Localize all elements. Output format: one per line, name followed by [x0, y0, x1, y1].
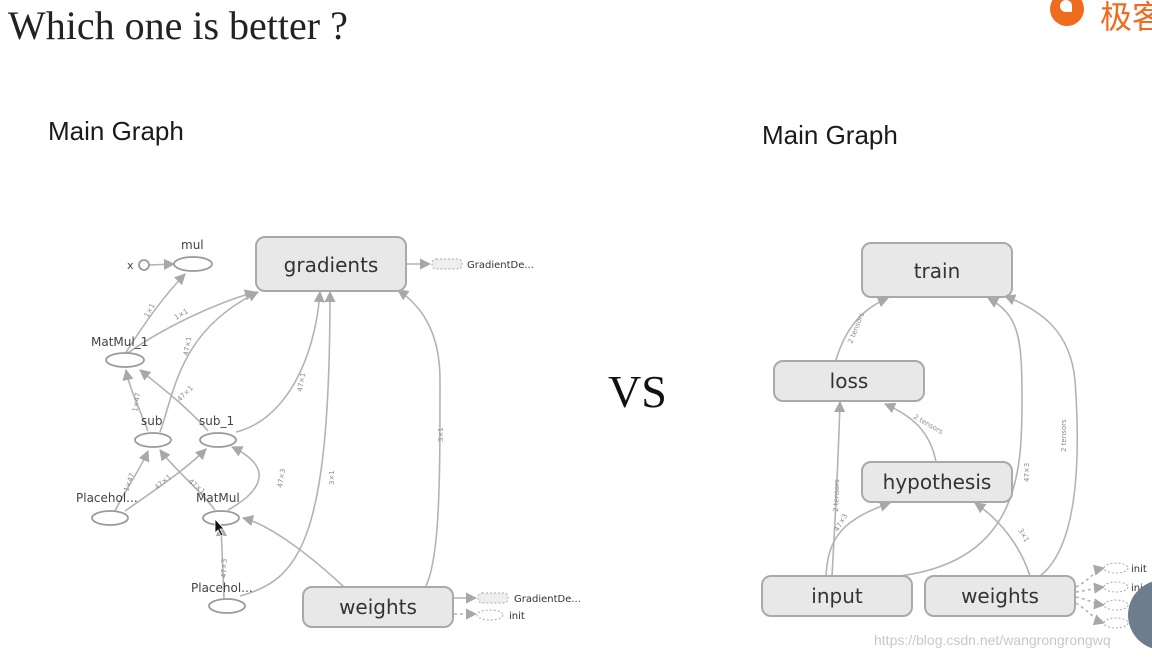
- node-init-label: init: [509, 611, 525, 622]
- edge-placeholder-sub: [114, 449, 150, 512]
- node-init[interactable]: [476, 609, 504, 621]
- node-init-3[interactable]: [1103, 599, 1129, 611]
- node-init-2-label: ini: [1131, 583, 1143, 594]
- edge-sub1-matmul1: [139, 369, 209, 432]
- node-init-1[interactable]: [1103, 562, 1129, 574]
- edge-label: 47×1: [153, 473, 173, 491]
- right-graph-heading: Main Graph: [762, 120, 898, 150]
- left-graph: 1×1 1×1 47×1 1×47 47×1 47×1 1×47 47×1 47…: [114, 258, 478, 620]
- edge-label: 47×3: [276, 468, 287, 488]
- node-input-label: input: [811, 584, 863, 608]
- slide-title: Which one is better ?: [8, 3, 348, 48]
- edge-matmul-sub: [159, 449, 216, 511]
- node-weights-box[interactable]: [302, 586, 454, 628]
- node-loss-label: loss: [830, 369, 869, 393]
- node-x[interactable]: [138, 259, 150, 271]
- logo-icon: [1050, 0, 1084, 26]
- edge-label: 3×1: [437, 427, 445, 442]
- right-graph: 2 tensors 2 tensors 2 tensors 47×3 2 ten…: [825, 294, 1106, 626]
- left-graph-heading: Main Graph: [48, 116, 184, 146]
- edge-matmul1-mul: [124, 273, 186, 355]
- edge-input-train: [899, 297, 1023, 577]
- edge-sub1-gradients: [235, 290, 325, 433]
- node-gradientde-top[interactable]: [431, 258, 463, 270]
- node-init-4[interactable]: [1103, 617, 1129, 629]
- edge-label: 3×1: [1016, 527, 1030, 544]
- node-matmul-1[interactable]: [105, 352, 145, 368]
- node-sub-1-label: sub_1: [199, 414, 234, 428]
- edge-weights-gradients-a: [239, 290, 336, 597]
- node-hypothesis-label: hypothesis: [883, 470, 992, 494]
- brand-logo: 极客: [1048, 0, 1152, 36]
- node-matmul-1-label: MatMul_1: [91, 335, 148, 349]
- node-init-1-label: init: [1131, 564, 1147, 575]
- node-train-label: train: [914, 259, 961, 283]
- node-weights-label: weights: [339, 595, 417, 619]
- right-graph-nodes: train loss hypothesis input weights init…: [761, 242, 1147, 629]
- edge-weights-init-2: [1075, 582, 1106, 594]
- watermark-text: https://blog.csdn.net/wangrongrongwq: [874, 632, 1111, 648]
- mouse-pointer-icon: [214, 517, 225, 537]
- edge-matmul1-gradients: [127, 289, 257, 354]
- edge-x-mul: [148, 258, 176, 270]
- node-placeholder-b-label: Placehol...: [191, 581, 253, 595]
- edge-input-hypothesis: [825, 500, 892, 577]
- edge-placeholder-matmul: [215, 524, 228, 599]
- node-gradientde-bottom[interactable]: [477, 592, 509, 604]
- node-mul[interactable]: [173, 256, 213, 272]
- left-graph-nodes: gradients weights mul x MatMul_1 sub sub…: [76, 236, 581, 628]
- node-matmul[interactable]: [202, 510, 240, 526]
- node-gradients-label: gradients: [284, 253, 379, 277]
- edge-weights-hypothesis: [974, 502, 1031, 577]
- edge-weights-matmul: [241, 515, 346, 589]
- node-mul-label: mul: [181, 238, 204, 252]
- node-gradientde-top-label: GradientDe...: [467, 260, 534, 271]
- edge-label: 1×47: [131, 392, 142, 412]
- node-init-2[interactable]: [1103, 581, 1129, 593]
- node-sub-label: sub: [141, 414, 162, 428]
- edge-label: 2 tensors: [846, 311, 866, 345]
- edge-sub-gradients: [159, 291, 260, 433]
- edge-label: 47×1: [176, 384, 195, 403]
- node-sub-1[interactable]: [199, 432, 237, 448]
- node-weights-right-box[interactable]: [924, 575, 1076, 617]
- edge-hypothesis-loss: [883, 402, 937, 463]
- edge-weights-train: [1003, 294, 1079, 577]
- edge-label: 2 tensors: [832, 479, 841, 512]
- edge-label: 47×3: [220, 559, 229, 579]
- node-weights-right-label: weights: [961, 584, 1039, 608]
- node-placeholder-b[interactable]: [208, 598, 246, 614]
- edge-weights-gradients-b: [397, 289, 441, 589]
- edge-label: 3×1: [328, 470, 336, 485]
- edge-weights-init-4: [1075, 602, 1106, 626]
- node-placeholder-a-label: Placehol...: [76, 491, 138, 505]
- logo-text: 极客: [1100, 0, 1152, 36]
- node-x-label: x: [127, 259, 134, 272]
- edge-label: 47×1: [182, 336, 193, 356]
- node-input-box[interactable]: [761, 575, 913, 617]
- edge-label: 47×1: [296, 372, 307, 392]
- node-loss-box[interactable]: [773, 360, 925, 402]
- edge-loss-train: [835, 296, 890, 361]
- edge-matmul-sub1: [227, 446, 260, 511]
- edge-label: 47×3: [1023, 463, 1031, 482]
- edge-placeholder-sub1: [124, 448, 207, 512]
- node-gradientde-bottom-label: GradientDe...: [514, 594, 581, 605]
- edge-input-loss: [831, 400, 846, 577]
- edge-label: 2 tensors: [1060, 419, 1068, 452]
- edge-label: 1×1: [173, 307, 190, 321]
- edge-weights-init-1: [1075, 564, 1106, 588]
- edge-label: 1×47: [122, 472, 136, 493]
- vs-label: VS: [608, 366, 667, 417]
- node-placeholder-a[interactable]: [91, 510, 129, 526]
- node-train-box[interactable]: [861, 242, 1013, 298]
- node-matmul-label: MatMul: [196, 491, 240, 505]
- edge-weights-init-3: [1075, 596, 1106, 610]
- edge-sub-matmul1: [122, 368, 149, 432]
- node-hypothesis-box[interactable]: [861, 461, 1013, 503]
- node-sub[interactable]: [134, 432, 172, 448]
- node-gradients-box[interactable]: [255, 236, 407, 292]
